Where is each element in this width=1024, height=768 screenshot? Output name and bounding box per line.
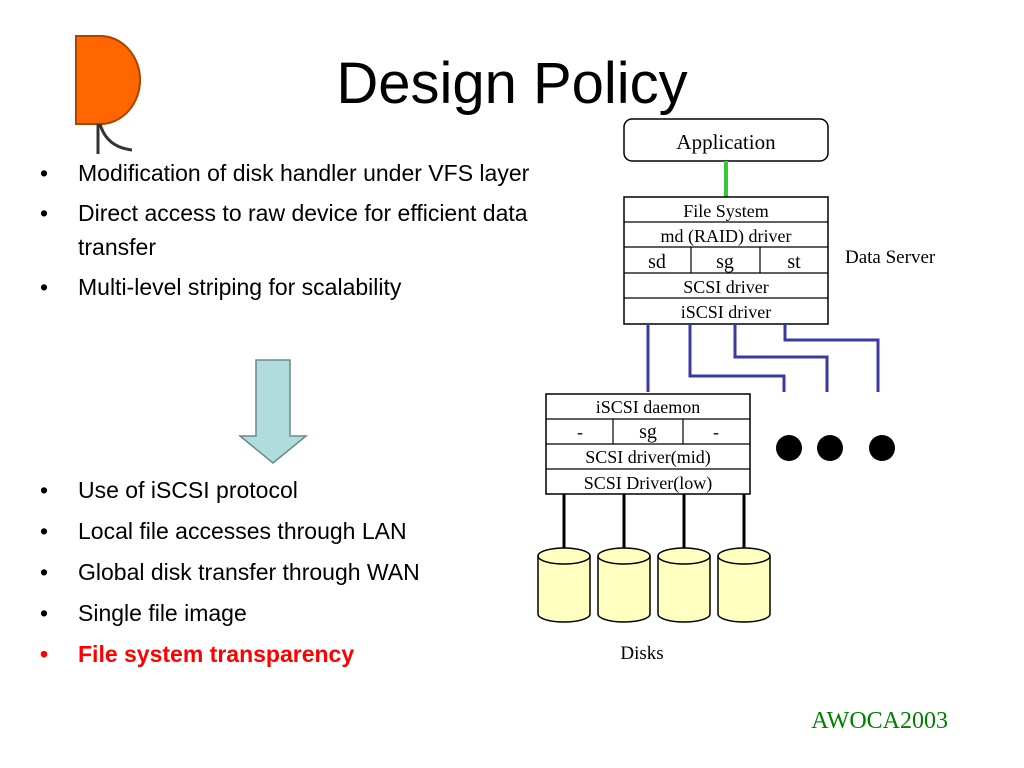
bullet-text: Modification of disk handler under VFS l…: [78, 160, 530, 186]
disk-icon: [657, 547, 711, 623]
bullet-item: • Local file accesses through LAN: [40, 511, 600, 552]
bullet-item: • Modification of disk handler under VFS …: [40, 156, 600, 190]
sd-label: sd: [648, 251, 666, 273]
data-server-label: Data Server: [845, 247, 936, 268]
scsi-mid-label: SCSI driver(mid): [585, 447, 711, 468]
bullet-item-highlight: • File system transparency: [40, 634, 600, 675]
disk-icon: [717, 547, 771, 623]
bullet-text: Single file image: [78, 600, 247, 626]
slide-title: Design Policy: [336, 51, 688, 116]
iscsi-daemon-label: iSCSI daemon: [596, 397, 701, 417]
bullet-dot: •: [40, 200, 49, 226]
server-stack: File System md (RAID) driver sd sg st SC…: [623, 196, 829, 325]
scsi-low-label: SCSI Driver(low): [584, 473, 713, 494]
bullet-item: • Global disk transfer through WAN: [40, 552, 600, 593]
bullet-dot: •: [40, 518, 49, 544]
bullet-text: Multi-level striping for scalability: [78, 274, 402, 300]
md-driver-label: md (RAID) driver: [661, 226, 792, 247]
bullet-dot: •: [40, 641, 49, 667]
network-lines: [646, 324, 880, 392]
bullet-text: Direct access to raw device for efficien…: [78, 200, 528, 260]
bullet-item: • Direct access to raw device for efficie…: [40, 196, 600, 264]
bullet-list-bottom: • Use of iSCSI protocol • Local file acces…: [40, 470, 600, 675]
sg-label: sg: [716, 251, 734, 273]
footer-label: AWOCA2003: [811, 708, 948, 734]
bullet-text: Local file accesses through LAN: [78, 518, 407, 544]
bullet-dot: •: [40, 274, 49, 300]
bullet-dot: •: [40, 559, 49, 585]
bullet-list-top: • Modification of disk handler under VFS …: [40, 156, 600, 310]
disk-icon: [597, 547, 651, 623]
node-stack: iSCSI daemon - sg - SCSI driver(mid) SCS…: [545, 393, 751, 495]
right-dash-label: -: [713, 422, 719, 442]
bullet-text: Global disk transfer through WAN: [78, 559, 420, 585]
scsi-driver-label: SCSI driver: [683, 277, 769, 297]
node-sg-label: sg: [639, 421, 657, 443]
bullet-dot: •: [40, 600, 49, 626]
bullet-text: Use of iSCSI protocol: [78, 477, 298, 503]
bullet-item: • Single file image: [40, 593, 600, 634]
iscsi-driver-label: iSCSI driver: [681, 302, 772, 322]
left-dash-label: -: [577, 422, 583, 442]
bullet-dot: •: [40, 477, 49, 503]
more-nodes-dots: [776, 435, 895, 461]
disk-connector-lines: [562, 494, 746, 548]
bullet-dot: •: [40, 160, 49, 186]
file-system-label: File System: [683, 201, 769, 221]
application-label: Application: [676, 130, 776, 154]
st-label: st: [787, 251, 801, 273]
disk-icon: [537, 547, 591, 623]
logo-icon: [75, 34, 141, 154]
bullet-item: • Multi-level striping for scalability: [40, 270, 600, 304]
bullet-item: • Use of iSCSI protocol: [40, 470, 600, 511]
disks-label: Disks: [620, 643, 663, 664]
bullet-text: File system transparency: [78, 641, 355, 667]
